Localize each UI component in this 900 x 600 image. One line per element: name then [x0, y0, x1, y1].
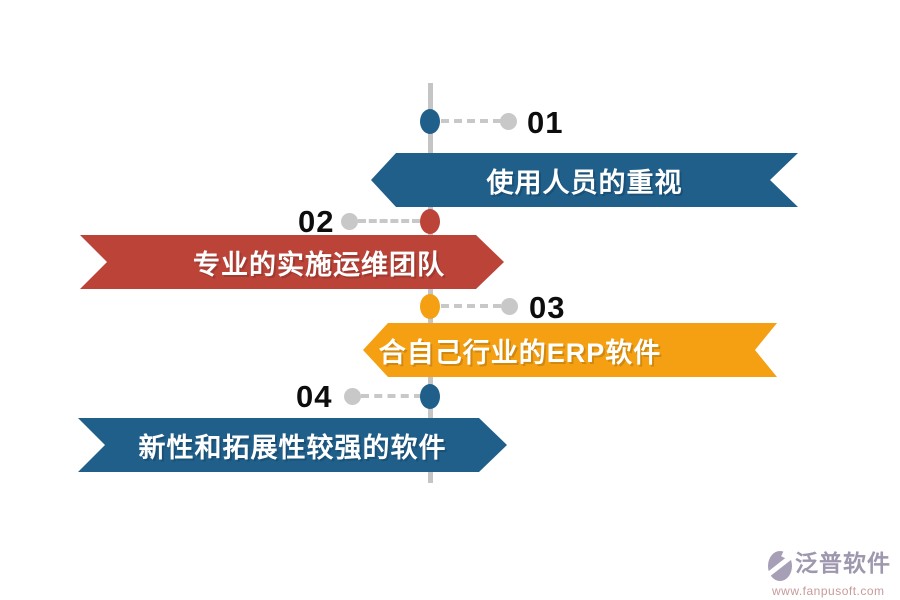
brand-watermark: 泛普软件 www.fanpusoft.com	[762, 548, 891, 598]
timeline-node-dot-04	[420, 384, 440, 409]
connector-dash-03	[441, 304, 501, 308]
item-number-01: 01	[527, 105, 564, 140]
ribbon-banner-01: 使用人员的重视	[371, 153, 798, 207]
item-number-03: 03	[529, 290, 566, 325]
brand-url: www.fanpusoft.com	[772, 584, 885, 598]
ribbon-label-01: 使用人员的重视	[486, 167, 683, 198]
ribbon-shape-left-point	[371, 153, 798, 207]
connector-endpoint-dot-03	[501, 298, 518, 315]
connector-endpoint-dot-02	[341, 213, 358, 230]
ribbon-banner-03: 合自己行业的ERP软件	[363, 323, 777, 377]
ribbon-label-03: 合自己行业的ERP软件	[378, 337, 662, 368]
connector-dash-04	[361, 394, 422, 398]
timeline-node-dot-03	[420, 294, 440, 319]
timeline-node-dot-01	[420, 109, 440, 134]
item-number-02: 02	[298, 204, 335, 239]
item-number-04: 04	[296, 379, 333, 414]
ribbon-banner-02: 专业的实施运维团队	[80, 235, 504, 289]
ribbon-banner-04: 新性和拓展性较强的软件	[78, 418, 507, 472]
ribbon-shape-left-point	[363, 323, 777, 377]
connector-dash-01	[441, 119, 501, 123]
fanpu-logo-icon	[762, 548, 799, 586]
timeline-node-dot-02	[420, 209, 440, 234]
connector-endpoint-dot-04	[344, 388, 361, 405]
ribbon-shape-right-point	[78, 418, 507, 472]
connector-endpoint-dot-01	[500, 113, 517, 130]
brand-name: 泛普软件	[795, 550, 891, 576]
ribbon-label-02: 专业的实施运维团队	[193, 249, 445, 280]
connector-dash-02	[358, 219, 420, 223]
ribbon-label-04: 新性和拓展性较强的软件	[138, 432, 447, 463]
ribbon-shape-right-point	[80, 235, 504, 289]
